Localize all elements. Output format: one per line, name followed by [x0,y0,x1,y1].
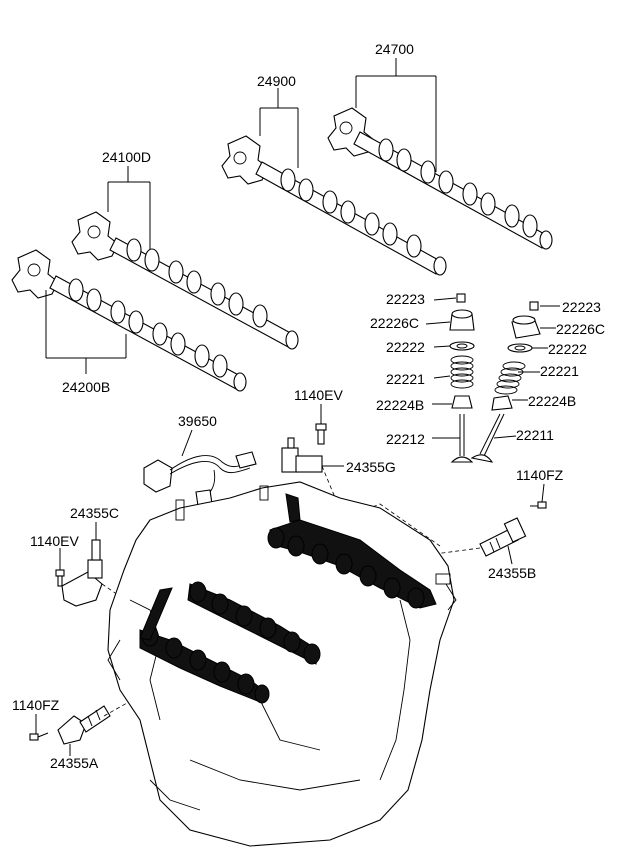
leader-24200B [45,290,127,374]
label-22211: 22211 [516,427,554,443]
label-22224B-right: 22224B [528,393,576,409]
label-24700: 24700 [375,41,414,57]
leader-39650 [181,429,193,457]
label-1140FZ-right: 1140FZ [516,467,564,483]
leaders-valve-left [425,297,460,439]
bolt-1140EV-top[interactable] [315,423,327,445]
label-24355A: 24355A [50,755,99,771]
label-22226C-right: 22226C [556,321,605,337]
label-22221-right: 22221 [540,363,579,379]
label-24355B: 24355B [488,565,536,581]
leader-24355B [507,545,513,565]
label-22226C-left: 22226C [370,315,419,331]
label-22222-left: 22222 [386,339,425,355]
label-22212: 22212 [386,431,425,447]
label-22221-left: 22221 [386,371,425,387]
leader-24900 [259,88,299,168]
leaders-valve-right [493,305,560,439]
label-39650: 39650 [178,413,217,429]
label-1140FZ-left: 1140FZ [12,697,60,713]
oil-control-valve-24355B[interactable] [479,517,527,557]
label-1140EV-top: 1140EV [294,387,343,403]
leader-24700 [355,58,437,172]
leader-1140FZ-right [541,483,545,503]
oil-control-valve-24355G[interactable] [281,437,323,473]
camshaft-24100D[interactable] [71,211,299,350]
label-24355C: 24355C [70,505,119,521]
oil-control-valve-24355A[interactable] [57,705,111,745]
label-1140EV-left: 1140EV [30,533,79,549]
camshaft-24900[interactable] [221,135,447,276]
label-22223-right: 22223 [562,299,601,315]
label-24200B: 24200B [62,379,110,395]
label-22224B-left: 22224B [376,397,424,413]
camshaft-24700[interactable] [327,107,553,250]
label-22222-right: 22222 [548,341,587,357]
label-24355G: 24355G [346,459,396,475]
valve-assembly-right[interactable] [470,301,541,463]
leader-24100D [107,166,151,250]
camshaft-24200B[interactable] [11,249,247,392]
bolt-1140EV-left[interactable] [55,569,65,587]
label-24900: 24900 [257,73,296,89]
valve-assembly-left[interactable] [449,293,475,463]
bolt-1140FZ-left[interactable] [29,732,49,741]
installed-camshafts [139,493,437,704]
oil-control-valve-24355C[interactable] [61,539,103,607]
label-22223-left: 22223 [386,291,425,307]
bolt-1140FZ-right[interactable] [530,501,547,509]
label-24100D: 24100D [102,149,151,165]
